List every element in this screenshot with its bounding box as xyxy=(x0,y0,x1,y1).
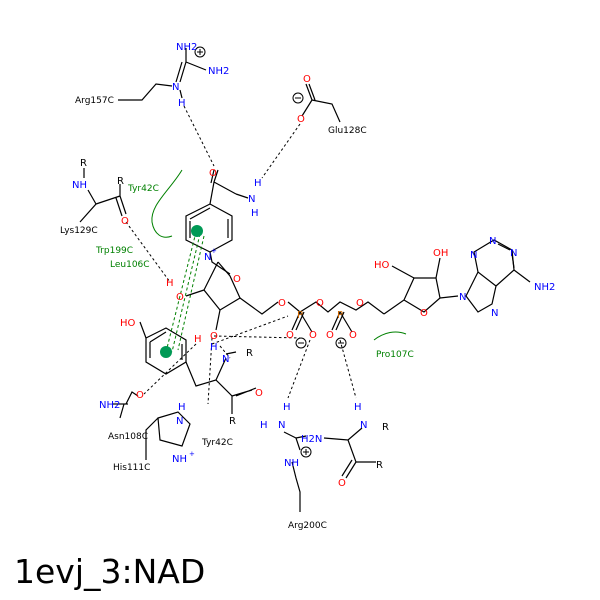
atom-r-tyr2: R xyxy=(229,416,236,427)
atom-labels: NH2 NH2 N H O O R NH R O O N H H N + O H… xyxy=(72,42,555,489)
atom-n-ad9: N xyxy=(459,292,466,303)
atom-r-lys2: R xyxy=(117,176,124,187)
atom-r-right: R xyxy=(382,422,389,433)
atom-h-tyr-n: H xyxy=(210,342,218,353)
atom-o-ribose2: O xyxy=(420,308,428,319)
atom-h-amide1: H xyxy=(254,178,262,189)
residue-labels: Arg157C Glu128C Lys129C Tyr42C Trp199C L… xyxy=(60,96,414,531)
atom-o-o3: O xyxy=(210,331,218,342)
atom-n-his: N xyxy=(176,416,183,427)
hydrophobic-contacts xyxy=(151,169,407,358)
atom-h-right: H xyxy=(354,402,362,413)
atom-nh-his: NH xyxy=(172,454,187,465)
atom-nh2-top: NH2 xyxy=(176,42,197,53)
residue-arg200: Arg200C xyxy=(288,521,327,531)
atom-n-amide: N xyxy=(248,194,255,205)
atom-nh2-asn: NH2 xyxy=(99,400,120,411)
residue-glu128: Glu128C xyxy=(328,126,367,136)
atom-o-p1-minus: O xyxy=(309,330,317,341)
residue-lys129: Lys129C xyxy=(60,226,98,236)
atom-o-glu-a: O xyxy=(303,74,311,85)
atom-o-ribose-ring: O xyxy=(233,274,241,285)
atom-o-p2-down: O xyxy=(326,330,334,341)
hydrogen-bonds xyxy=(125,105,357,405)
atom-n-arg200-b: H2N xyxy=(301,434,322,445)
residue-tyr42-bottom: Tyr42C xyxy=(201,438,233,448)
atom-o-asn: O xyxy=(136,390,144,401)
atom-nh2-top2: NH2 xyxy=(208,66,229,77)
atom-o-link2: O xyxy=(356,298,364,309)
atom-oh-ribose2: OH xyxy=(433,248,448,259)
atom-o-o2: O xyxy=(176,292,184,303)
atom-p1: P xyxy=(297,310,303,321)
atom-n-plus-charge: + xyxy=(211,247,217,255)
residue-asn108: Asn108C xyxy=(108,432,148,442)
atom-nh2-ad: NH2 xyxy=(534,282,555,293)
residue-leu106: Leu106C xyxy=(110,260,150,270)
atom-r-lys: R xyxy=(80,158,87,169)
bonds xyxy=(79,48,531,512)
atom-o-lys: O xyxy=(121,216,129,227)
atom-nh-arg200: NH xyxy=(284,458,299,469)
atom-n-ad-top: N xyxy=(489,236,496,247)
atom-n-arg200-a: N xyxy=(278,420,285,431)
atom-nh-lys: NH xyxy=(72,180,87,191)
atom-h-o2: H xyxy=(166,278,174,289)
atom-h-arg200-b: H xyxy=(260,420,268,431)
atom-n-ad3: N xyxy=(470,250,477,261)
diagram-title: 1evj_3:NAD xyxy=(14,552,206,591)
residue-arg157: Arg157C xyxy=(75,96,114,106)
atom-h-o3: H xyxy=(194,334,202,345)
atom-h-amide2: H xyxy=(251,208,259,219)
atom-o-tyr: O xyxy=(255,388,263,399)
residue-pro107: Pro107C xyxy=(376,350,414,360)
atom-o-amide: O xyxy=(209,168,217,179)
residue-tyr42-top: Tyr42C xyxy=(127,184,159,194)
residue-trp199: Trp199C xyxy=(95,246,133,256)
atom-o-bridge: O xyxy=(316,298,324,309)
atom-o-right: O xyxy=(338,478,346,489)
atom-r-right2: R xyxy=(376,460,383,471)
atom-n-plus: N xyxy=(204,252,211,263)
atom-h-his: H xyxy=(178,402,186,413)
atom-ho-tyr: HO xyxy=(120,318,136,329)
atom-h-arg157: H xyxy=(178,98,186,109)
atom-o-p1-down: O xyxy=(286,330,294,341)
atom-n-arg157: N xyxy=(172,82,179,93)
atom-h-arg200-a: H xyxy=(283,402,291,413)
atom-p2: P xyxy=(337,310,343,321)
atom-n-ad1: N xyxy=(510,248,517,259)
atom-o-link1: O xyxy=(278,298,286,309)
atom-o-glu-b: O xyxy=(297,114,305,125)
atom-nh-his-charge: + xyxy=(189,450,195,458)
atom-o-p2-minus: O xyxy=(349,330,357,341)
atom-r-tyr: R xyxy=(246,348,253,359)
atom-n-right: N xyxy=(360,420,367,431)
atom-n-tyr: N xyxy=(222,354,229,365)
atom-ho-ribose2: HO xyxy=(374,260,390,271)
atom-n-ad7: N xyxy=(491,308,498,319)
charges xyxy=(194,46,347,458)
residue-his111: His111C xyxy=(113,463,150,473)
